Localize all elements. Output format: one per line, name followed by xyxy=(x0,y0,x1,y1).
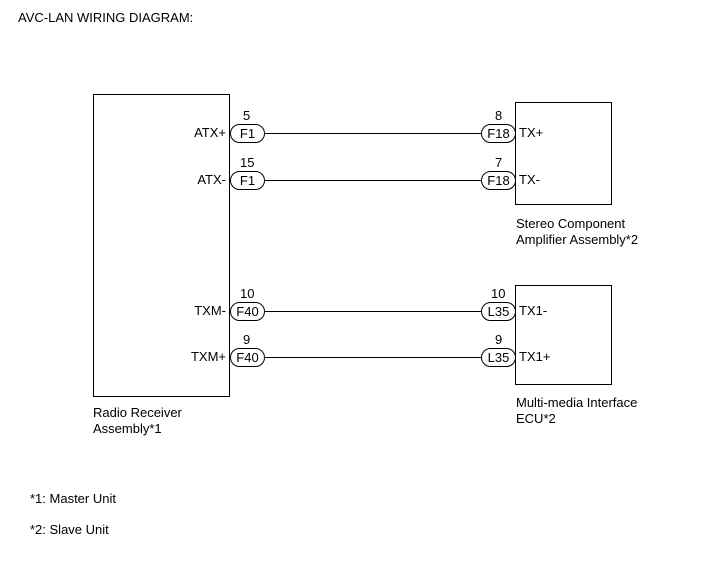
left-signal-label: ATX+ xyxy=(194,125,226,140)
multimedia-ecu-label: Multi-media Interface ECU*2 xyxy=(516,395,638,426)
left-connector: F40 xyxy=(230,302,265,321)
left-signal-label: ATX- xyxy=(197,172,226,187)
wire-atx-plus xyxy=(264,133,482,134)
right-pin-number: 10 xyxy=(491,286,506,301)
diagram-title: AVC-LAN WIRING DIAGRAM: xyxy=(18,10,194,25)
right-pin-number: 9 xyxy=(495,332,503,347)
right-signal-label: TX1- xyxy=(519,303,548,318)
right-signal-label: TX1+ xyxy=(519,349,551,364)
right-connector: F18 xyxy=(481,171,516,190)
right-pin-number: 7 xyxy=(495,155,503,170)
left-pin-number: 5 xyxy=(243,108,251,123)
right-signal-label: TX- xyxy=(519,172,540,187)
stereo-amplifier-label: Stereo Component Amplifier Assembly*2 xyxy=(516,216,639,247)
right-connector: L35 xyxy=(481,302,516,321)
footnote-slave: *2: Slave Unit xyxy=(30,522,109,537)
left-signal-label: TXM+ xyxy=(190,349,226,364)
radio-receiver-box xyxy=(93,94,230,397)
radio-receiver-label: Radio Receiver Assembly*1 xyxy=(93,405,182,436)
wire-atx-minus xyxy=(264,180,482,181)
wire-txm-minus xyxy=(264,311,482,312)
wire-txm-plus xyxy=(264,357,482,358)
multimedia-ecu-box xyxy=(515,285,612,385)
right-pin-number: 8 xyxy=(495,108,503,123)
footnote-master: *1: Master Unit xyxy=(30,491,116,506)
left-connector: F1 xyxy=(230,124,265,143)
right-signal-label: TX+ xyxy=(519,125,544,140)
left-connector: F40 xyxy=(230,348,265,367)
stereo-amplifier-box xyxy=(515,102,612,205)
right-connector: F18 xyxy=(481,124,516,143)
right-connector: L35 xyxy=(481,348,516,367)
left-signal-label: TXM- xyxy=(194,303,226,318)
left-pin-number: 10 xyxy=(240,286,255,301)
left-pin-number: 9 xyxy=(243,332,251,347)
left-connector: F1 xyxy=(230,171,265,190)
left-pin-number: 15 xyxy=(240,155,255,170)
